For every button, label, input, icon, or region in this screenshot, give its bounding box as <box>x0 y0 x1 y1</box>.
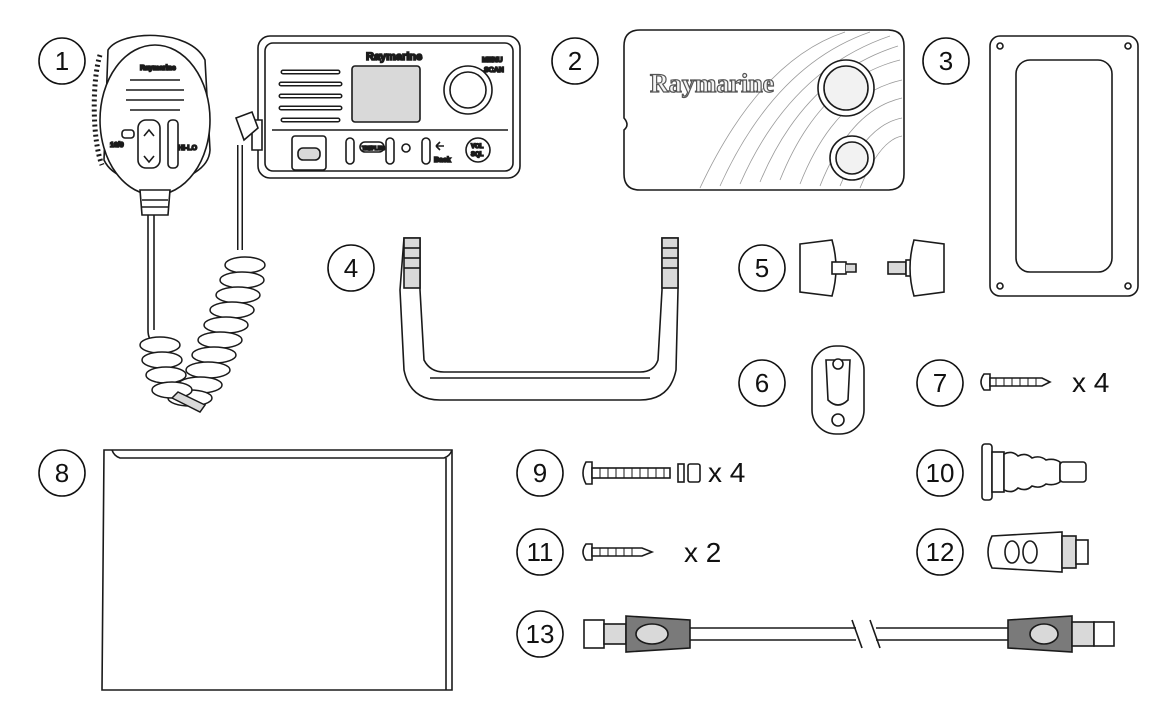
callout-8: 8 <box>38 449 86 497</box>
callout-7: 7 <box>916 359 964 407</box>
callout-5-label: 5 <box>755 253 769 283</box>
radio-key-scan: SCAN <box>484 67 504 74</box>
cable-gland <box>981 443 1087 501</box>
callout-12: 12 <box>916 528 964 576</box>
handset-microphone: Raymarine HI-LO 16/9 <box>91 34 211 344</box>
callout-8-label: 8 <box>55 458 69 488</box>
callout-11: 11 <box>516 528 564 576</box>
callout-10: 10 <box>916 449 964 497</box>
cover-brand: Raymarine <box>650 69 774 98</box>
radio-key-sql: SQL <box>471 152 484 158</box>
quantity-7: x 4 <box>1072 367 1109 398</box>
callout-6-label: 6 <box>755 368 769 398</box>
callout-2: 2 <box>551 37 599 85</box>
handset-clip <box>811 345 865 435</box>
coiled-cable <box>139 145 266 413</box>
handset-brand: Raymarine <box>140 65 176 72</box>
callout-6: 6 <box>738 359 786 407</box>
quantity-9: x 4 <box>708 457 745 488</box>
screws-7 <box>980 373 1052 391</box>
callout-1-label: 1 <box>55 46 69 76</box>
screws-11 <box>582 543 655 561</box>
callout-1: 1 <box>38 37 86 85</box>
callout-3: 3 <box>922 37 970 85</box>
connector-cap <box>987 531 1089 573</box>
callout-4: 4 <box>327 244 375 292</box>
vhf-radio-unit: Raymarine MENU SCAN TRI/PLUS Back VOL SQ… <box>234 35 521 179</box>
handset-hilo: HI-LO <box>178 145 198 152</box>
radio-brand: Raymarine <box>366 51 422 63</box>
callout-13: 13 <box>516 610 564 658</box>
callout-2-label: 2 <box>568 46 582 76</box>
callout-13-label: 13 <box>526 619 555 649</box>
radio-key-tri: TRI/PLUS <box>362 146 385 152</box>
callout-10-label: 10 <box>926 458 955 488</box>
callout-12-label: 12 <box>926 537 955 567</box>
radio-key-vol: VOL <box>471 144 484 150</box>
callout-4-label: 4 <box>344 253 358 283</box>
sun-cover: Raymarine <box>623 29 905 191</box>
handset-16: 16/9 <box>110 142 124 149</box>
callout-5: 5 <box>738 244 786 292</box>
bolts-9 <box>582 461 701 485</box>
callout-11-label: 11 <box>527 537 554 567</box>
radio-key-back: Back <box>434 157 451 164</box>
callout-9: 9 <box>516 449 564 497</box>
callout-3-label: 3 <box>939 46 953 76</box>
radio-key-menu: MENU <box>482 57 503 64</box>
documentation-pack <box>101 449 453 691</box>
callout-9-label: 9 <box>533 458 547 488</box>
mounting-knobs <box>799 239 945 297</box>
callout-7-label: 7 <box>933 368 947 398</box>
trunnion-bracket <box>399 237 679 401</box>
quantity-11: x 2 <box>684 537 721 568</box>
network-cable <box>583 615 1115 653</box>
mounting-gasket <box>989 35 1139 297</box>
